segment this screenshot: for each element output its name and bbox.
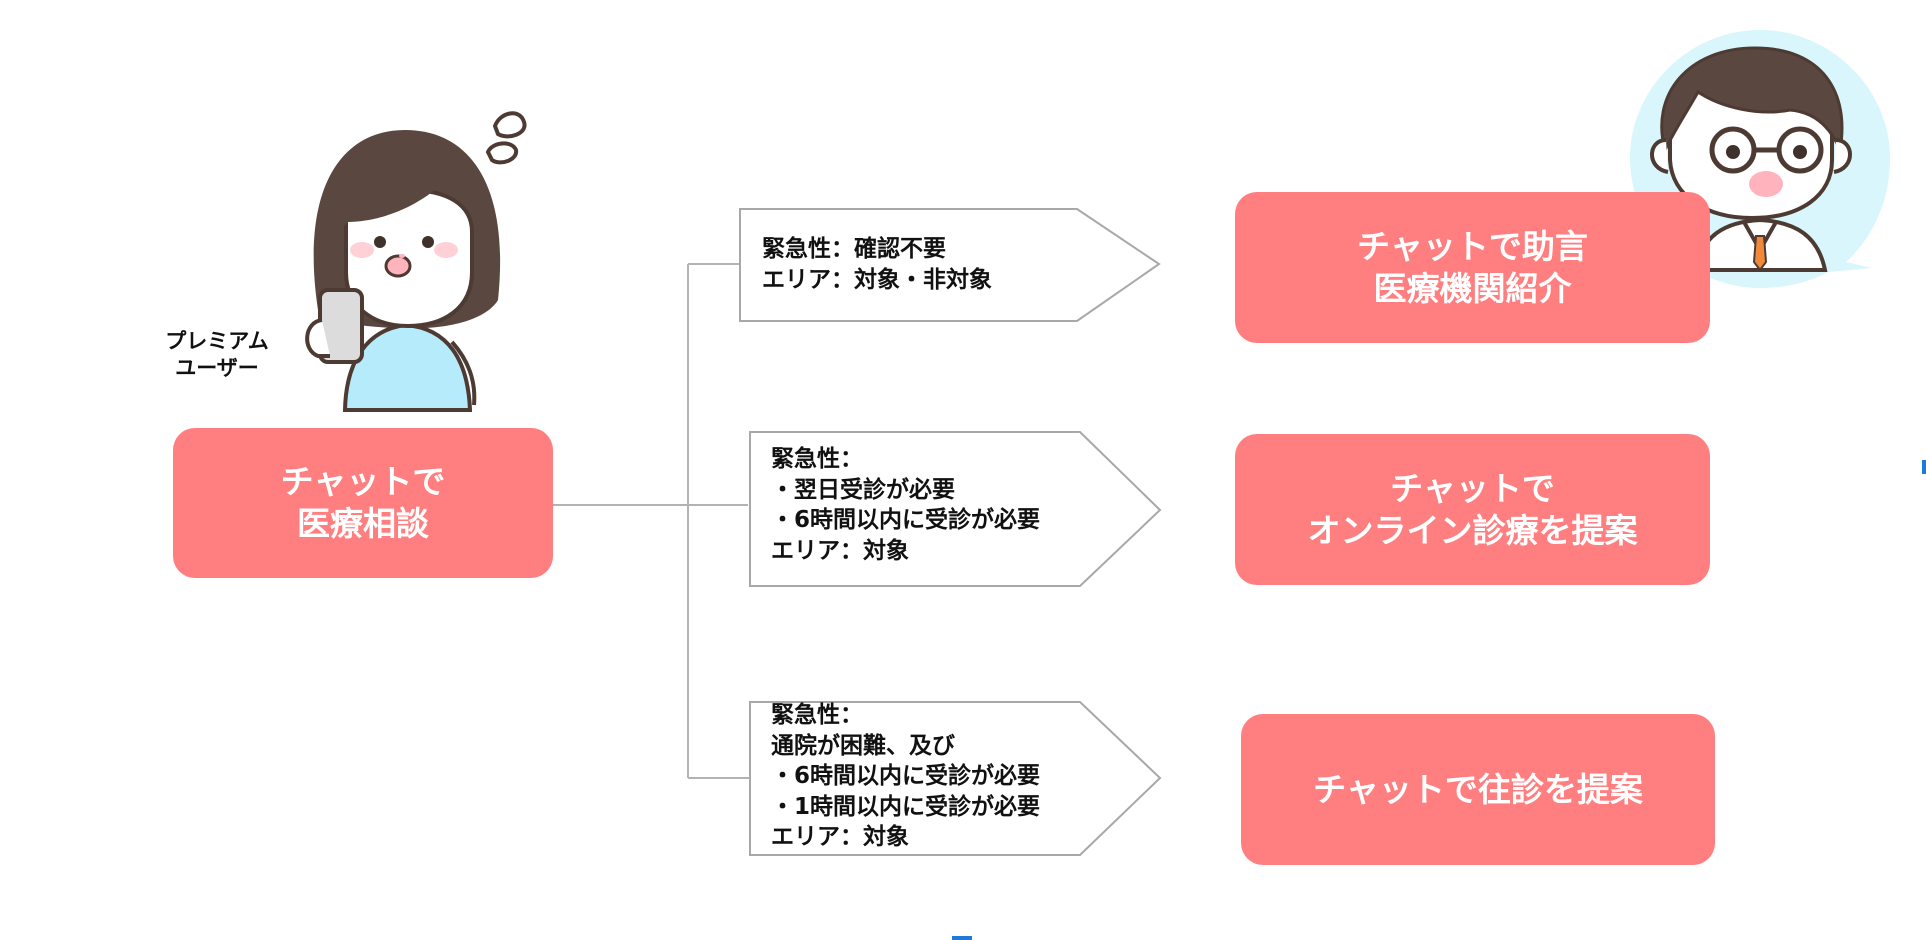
bottom-edge-mark — [952, 936, 972, 940]
condition-3-line-1: 緊急性： — [771, 700, 1040, 731]
outcome-1-line-2: 医療機関紹介 — [1374, 268, 1572, 310]
connector-lines — [553, 264, 750, 778]
condition-3-line-5: エリア：対象 — [771, 822, 1040, 853]
patient-nose — [399, 254, 405, 258]
patient-illustration — [307, 113, 524, 410]
condition-2-line-1: 緊急性： — [771, 444, 1040, 475]
condition-1-line-1: 緊急性：確認不要 — [762, 234, 992, 265]
condition-1-line-2: エリア：対象・非対象 — [762, 265, 992, 296]
patient-eye-right — [422, 236, 434, 248]
patient-sweat-drop-1 — [495, 113, 525, 136]
source-box-line-2: 医療相談 — [297, 503, 429, 545]
doctor-tie — [1754, 236, 1766, 270]
user-label-line-1: プレミアム — [148, 328, 286, 355]
patient-sweat-drop-2 — [488, 143, 516, 162]
condition-2-line-4: エリア：対象 — [771, 536, 1040, 567]
outcome-1-line-1: チャットで助言 — [1357, 226, 1588, 268]
condition-text-3: 緊急性： 通院が困難、及び ・6時間以内に受診が必要 ・1時間以内に受診が必要 … — [771, 700, 1040, 853]
condition-2-line-3: ・6時間以内に受診が必要 — [771, 505, 1040, 536]
source-box-line-1: チャットで — [281, 461, 446, 503]
outcome-3-line-1: チャットで往診を提案 — [1313, 769, 1643, 811]
condition-text-2: 緊急性： ・翌日受診が必要 ・6時間以内に受診が必要 エリア：対象 — [771, 444, 1040, 566]
outcome-2-line-1: チャットで — [1390, 468, 1555, 510]
outcome-box-online-care: チャットで オンライン診療を提案 — [1235, 434, 1710, 585]
condition-3-line-2: 通院が困難、及び — [771, 731, 1040, 762]
doctor-eye-left — [1726, 145, 1740, 159]
outcome-box-home-visit: チャットで往診を提案 — [1241, 714, 1715, 865]
condition-3-line-3: ・6時間以内に受診が必要 — [771, 761, 1040, 792]
source-consultation-box: チャットで 医療相談 — [173, 428, 553, 578]
user-label: プレミアム ユーザー — [148, 328, 286, 382]
doctor-mouth — [1749, 171, 1783, 197]
patient-mouth — [386, 256, 410, 276]
condition-3-line-4: ・1時間以内に受診が必要 — [771, 792, 1040, 823]
outcome-box-advice: チャットで助言 医療機関紹介 — [1235, 192, 1710, 343]
right-edge-mark — [1922, 460, 1926, 474]
outcome-2-line-2: オンライン診療を提案 — [1308, 510, 1638, 552]
doctor-eye-right — [1793, 145, 1807, 159]
condition-text-1: 緊急性：確認不要 エリア：対象・非対象 — [762, 234, 992, 295]
condition-2-line-2: ・翌日受診が必要 — [771, 475, 1040, 506]
patient-eye-left — [374, 236, 386, 248]
patient-cheek-right — [434, 242, 458, 258]
user-label-line-2: ユーザー — [148, 355, 286, 382]
patient-cheek-left — [350, 242, 374, 258]
